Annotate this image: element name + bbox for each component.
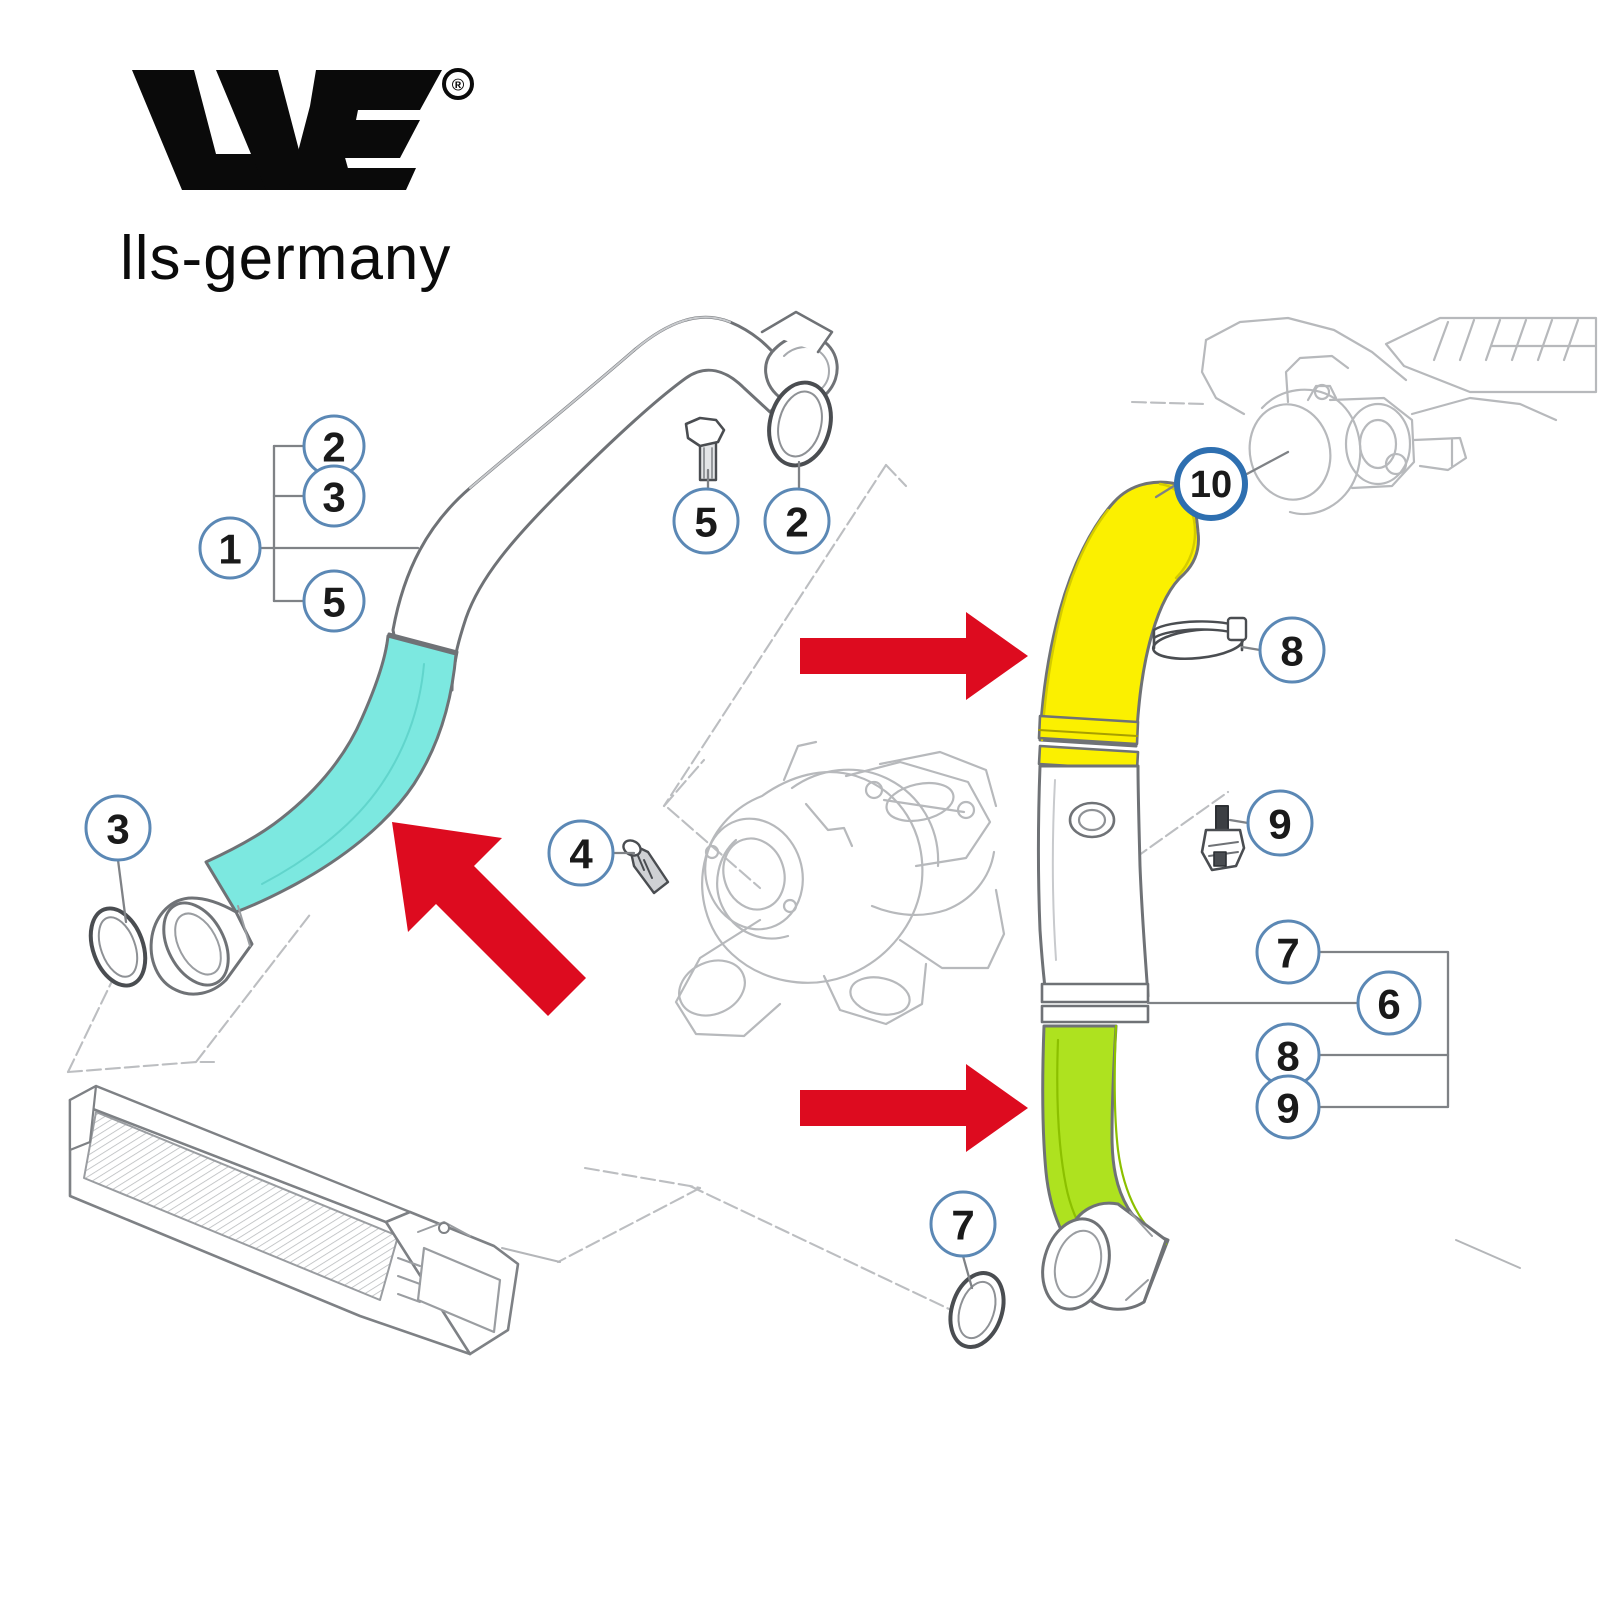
registered-trademark-icon: ® <box>442 68 474 100</box>
o-ring-seal-bottom <box>948 1271 1006 1349</box>
brand-block: ® lls-germany <box>120 62 540 294</box>
lls-monogram-logo: ® <box>132 68 474 190</box>
callout-3-o-ring-seal[interactable]: 3 <box>84 794 152 862</box>
callout-number: 6 <box>1377 981 1400 1028</box>
callout-number: 4 <box>569 831 593 878</box>
callout-ring <box>929 1190 997 1258</box>
callout-3-o-ring-seal[interactable]: 3 <box>302 464 366 528</box>
callout-7-o-ring-seal[interactable]: 7 <box>929 1190 997 1258</box>
callout-9-charge-pressure-sensor[interactable]: 9 <box>1246 789 1314 857</box>
callout-ring <box>1246 789 1314 857</box>
arrow-yellow-hose <box>800 612 1028 700</box>
yellow-charge-hose <box>1037 480 1200 772</box>
o-ring-seal-left <box>88 906 148 988</box>
hex-bolt-item-5 <box>684 416 726 482</box>
brand-name: lls-germany <box>120 224 452 293</box>
callout-8-hose-clamp[interactable]: 8 <box>1258 616 1326 684</box>
arrow-green-hose <box>800 1064 1028 1152</box>
callout-number: 7 <box>1276 930 1299 977</box>
mid-charge-pipe <box>1037 764 1150 1024</box>
callout-number: 2 <box>322 424 345 471</box>
cyan-hose-end-connector <box>149 896 254 996</box>
trademark-glyph: ® <box>452 76 465 95</box>
callout-number: 1 <box>218 526 241 573</box>
callout-ring <box>763 487 831 555</box>
callout-number: 8 <box>1276 1033 1299 1080</box>
callout-ring <box>547 819 615 887</box>
callout-number: 3 <box>322 474 345 521</box>
callout-ring <box>1356 970 1422 1036</box>
callout-8-hose-clamp[interactable]: 8 <box>1255 1022 1321 1088</box>
callout-ring <box>1174 447 1248 521</box>
callout-2-o-ring-seal[interactable]: 2 <box>302 414 366 478</box>
callout-number: 5 <box>322 579 345 626</box>
throttle-valve-unit <box>1200 316 1598 516</box>
callout-number: 2 <box>785 499 808 546</box>
assembly-solid-lines <box>501 1239 1521 1269</box>
callout-1-charge-air-hose-assembly[interactable]: 1 <box>198 516 262 580</box>
callout-ring <box>84 794 152 862</box>
o-ring-seal-upper <box>767 380 833 468</box>
callout-ring <box>302 464 366 528</box>
callout-number: 3 <box>106 806 129 853</box>
green-hose-end-connector <box>1041 1201 1168 1311</box>
callout-number: 10 <box>1190 464 1232 506</box>
callout-ring <box>198 516 262 580</box>
arrow-cyan-hose <box>392 822 586 1016</box>
callout-2-o-ring-seal[interactable]: 2 <box>763 487 831 555</box>
callout-ring <box>672 487 740 555</box>
callout-number: 9 <box>1276 1085 1299 1132</box>
intercooler <box>68 1084 520 1356</box>
callout-number: 7 <box>951 1202 974 1249</box>
callout-ring <box>1255 919 1321 985</box>
callout-10-throttle-valve-unit[interactable]: 10 <box>1174 447 1248 521</box>
callout-9-charge-pressure-sensor[interactable]: 9 <box>1255 1074 1321 1140</box>
callout-number: 5 <box>694 499 717 546</box>
callout-6-charge-air-pipe-assembly[interactable]: 6 <box>1356 970 1422 1036</box>
callout-5-hex-bolt[interactable]: 5 <box>302 569 366 633</box>
callout-leader-lines <box>116 444 1450 1290</box>
callout-5-hex-bolt[interactable]: 5 <box>672 487 740 555</box>
charge-pressure-sensor <box>1200 805 1246 872</box>
callout-4-screw[interactable]: 4 <box>547 819 615 887</box>
hose-clamp <box>1151 616 1248 660</box>
callout-ring <box>302 569 366 633</box>
screw-item-4 <box>622 839 670 895</box>
callout-number: 9 <box>1268 801 1291 848</box>
callout-7-o-ring-seal[interactable]: 7 <box>1255 919 1321 985</box>
turbocharger <box>674 740 1006 1038</box>
callout-ring <box>1255 1074 1321 1140</box>
callout-ring <box>1258 616 1326 684</box>
callout-number: 8 <box>1280 628 1303 675</box>
